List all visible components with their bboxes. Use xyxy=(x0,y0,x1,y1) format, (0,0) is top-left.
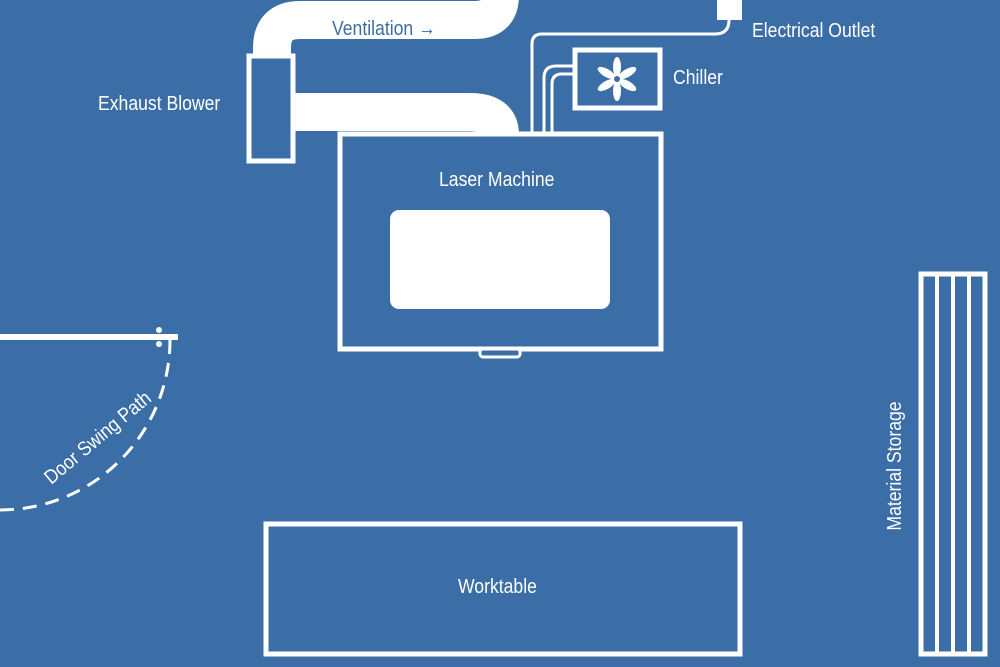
worktable-label: Worktable xyxy=(458,576,537,598)
material-storage-rack xyxy=(918,271,988,657)
laser-bed xyxy=(390,210,610,309)
worktable xyxy=(263,521,743,657)
exhaust-blower-label: Exhaust Blower xyxy=(98,93,221,115)
exhaust-blower xyxy=(246,53,296,164)
door xyxy=(0,327,178,347)
laser-front-handle xyxy=(478,347,522,359)
fan-icon xyxy=(597,57,637,101)
ventilation-text: Ventilation xyxy=(332,18,414,40)
ventilation-label: Ventilation → xyxy=(332,17,436,41)
ventilation-duct xyxy=(253,0,519,137)
electrical-outlet xyxy=(530,0,742,135)
chiller-label: Chiller xyxy=(673,67,723,89)
arrow-right-icon: → xyxy=(418,18,436,40)
door-swing-arc xyxy=(0,339,172,512)
electrical-outlet-label: Electrical Outlet xyxy=(752,20,876,42)
laser-machine-label: Laser Machine xyxy=(439,169,555,191)
chiller-hoses xyxy=(542,64,575,135)
material-storage-label: Material Storage xyxy=(884,401,906,531)
